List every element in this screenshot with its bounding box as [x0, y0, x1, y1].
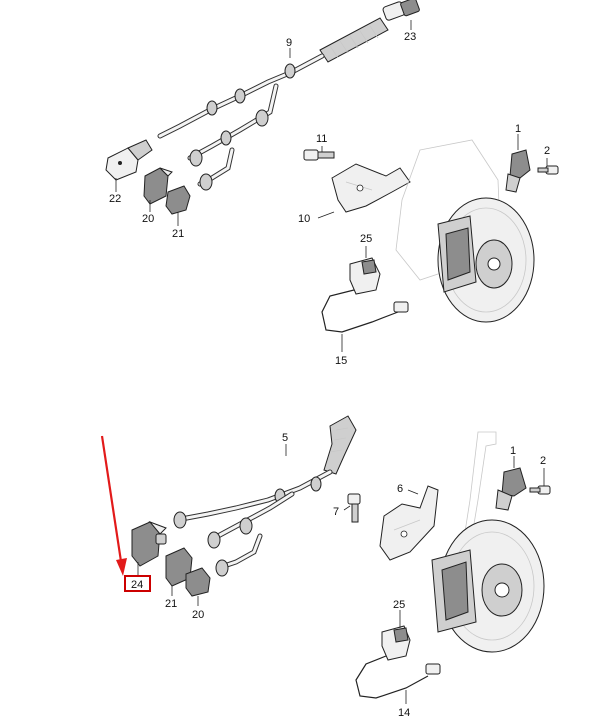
part-label-9: 9	[286, 37, 292, 49]
part-label-1-bottom: 1	[510, 445, 516, 457]
speed-sensor-1-top	[505, 149, 531, 193]
part-label-24: 24	[131, 579, 143, 591]
part-label-20-bottom: 20	[192, 609, 204, 621]
speed-sensor-1-bottom	[495, 467, 527, 511]
brake-disc-assembly-bottom	[431, 431, 545, 653]
wear-sensor-lead-15	[321, 257, 409, 333]
part-label-1: 1	[515, 123, 521, 135]
part-label-2: 2	[544, 145, 550, 157]
bolt-11-top	[303, 149, 335, 161]
top-assembly: 23 9 1 2 11 22 20 21 10 25 15	[105, 0, 559, 367]
pointer-arrow-head	[116, 558, 127, 576]
bolt-2-bottom	[529, 485, 551, 495]
part-24-highlight	[100, 435, 151, 592]
part-label-25: 25	[360, 233, 372, 245]
part-24-highlight-box	[124, 575, 151, 592]
bolt-2-top	[537, 165, 559, 175]
part-label-21-bottom: 21	[165, 598, 177, 610]
connector-housing-24	[131, 520, 167, 567]
part-label-11: 11	[316, 133, 327, 145]
bracket-6-bottom	[379, 485, 439, 561]
part-label-5: 5	[282, 432, 288, 444]
wear-sensor-lead-14	[355, 625, 441, 699]
part-label-20: 20	[142, 213, 154, 225]
part-label-7: 7	[333, 506, 339, 518]
part-label-15: 15	[335, 355, 347, 367]
part-label-14: 14	[398, 707, 410, 719]
bracket-10-top	[331, 163, 411, 213]
brake-disc-assembly-top	[395, 139, 535, 323]
part-label-22: 22	[109, 193, 121, 205]
part-label-23: 23	[404, 31, 416, 43]
pointer-arrow	[100, 435, 124, 569]
connector-housing-21-top	[165, 185, 191, 215]
part-label-21: 21	[172, 228, 184, 240]
part-label-10: 10	[298, 213, 310, 225]
wear-harness-bottom	[173, 415, 357, 577]
bolt-7-bottom	[347, 493, 361, 523]
bottom-assembly: 5 1 2 6 7 24 21 20 25 14	[131, 415, 551, 719]
part-label-6: 6	[397, 483, 403, 495]
part-label-2-bottom: 2	[540, 455, 546, 467]
wear-harness-top	[105, 0, 420, 191]
part-label-25-bottom: 25	[393, 599, 405, 611]
connector-housing-20-bottom	[185, 567, 211, 597]
connector-housing-20-top	[143, 167, 173, 205]
